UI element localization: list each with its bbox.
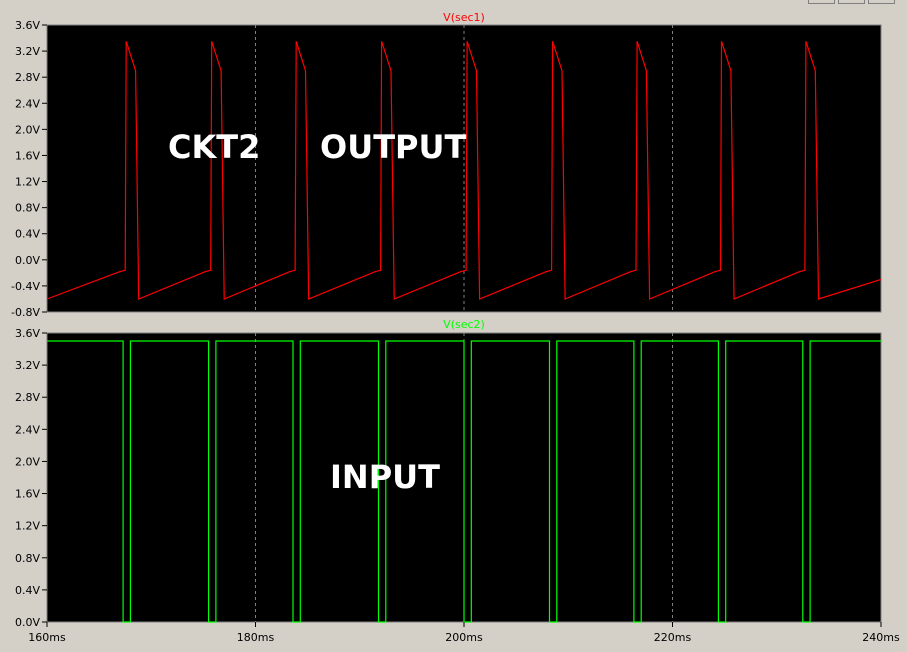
y-tick-label: 2.0V (15, 123, 40, 136)
plot-area-sec1[interactable] (46, 24, 882, 313)
y-tick-label: 0.0V (15, 616, 40, 629)
pane-sec1: V(sec1) CKT2 OUTPUT 3.6V 3.2V 2.8V 2.4V 2.0V… (11, 11, 882, 319)
x-tick-label: 200ms (445, 631, 483, 644)
x-tick-label: 160ms (28, 631, 66, 644)
minimize-button[interactable] (808, 0, 835, 4)
series-line-vsec1 (46, 41, 882, 300)
y-tick-label: 0.8V (15, 552, 40, 565)
y-tick-label: 2.0V (15, 455, 40, 468)
y-tick-label: 2.8V (15, 71, 40, 84)
x-tick-label: 220ms (654, 631, 692, 644)
y-tick-label: 0.4V (15, 228, 40, 241)
y-tick-label: -0.4V (11, 280, 40, 293)
annotation-ckt2: CKT2 (168, 128, 260, 166)
x-tick-label: 180ms (237, 631, 275, 644)
y-tick-label: 1.6V (15, 488, 40, 501)
y-tick-label: 3.2V (15, 45, 40, 58)
maximize-button[interactable] (838, 0, 865, 4)
y-tick-label: 2.8V (15, 391, 40, 404)
y-tick-label: 0.0V (15, 254, 40, 267)
trace-label-sec2[interactable]: V(sec2) (443, 318, 485, 331)
y-tick-label: 1.6V (15, 149, 40, 162)
y-tick-label: 2.4V (15, 97, 40, 110)
close-button[interactable] (868, 0, 895, 4)
pane-sec2: V(sec2) INPUT 3.6V 3.2V 2.8V 2.4V 2.0V 1.6V 1.… (15, 318, 900, 644)
y-tick-label: 2.4V (15, 423, 40, 436)
annotation-input: INPUT (330, 458, 440, 496)
y-tick-label: 3.6V (15, 327, 40, 340)
window-titlebar (0, 0, 907, 6)
y-tick-label: 3.6V (15, 19, 40, 32)
x-tick-label: 240ms (862, 631, 900, 644)
annotation-output: OUTPUT (320, 128, 466, 166)
series-line-vsec2 (47, 340, 881, 623)
y-tick-label: 1.2V (15, 176, 40, 189)
trace-label-sec1[interactable]: V(sec1) (443, 11, 485, 24)
y-tick-label: 0.4V (15, 584, 40, 597)
y-tick-label: 3.2V (15, 359, 40, 372)
y-tick-label: -0.8V (11, 306, 40, 319)
y-tick-label: 1.2V (15, 520, 40, 533)
y-tick-label: 0.8V (15, 202, 40, 215)
